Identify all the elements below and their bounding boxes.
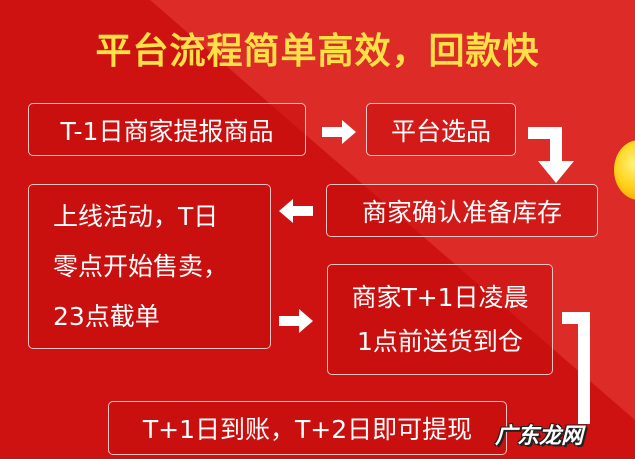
step-2-platform-selection: 平台选品 xyxy=(366,103,516,156)
step-4-go-live: 上线活动，T日 零点开始售卖， 23点截单 xyxy=(28,184,271,349)
step-3-label: 商家确认准备库存 xyxy=(361,197,562,227)
step-4-line-1: 上线活动，T日 xyxy=(53,201,219,231)
step-3-confirm-stock: 商家确认准备库存 xyxy=(326,184,598,237)
step-4-line-2: 零点开始售卖， xyxy=(53,251,229,281)
step-2-label: 平台选品 xyxy=(390,116,491,146)
step-6-label: T+1日到账，T+2日即可提现 xyxy=(142,415,473,444)
step-5-deliver-to-warehouse: 商家T+1日凌晨 1点前送货到仓 xyxy=(327,264,553,375)
watermark-logo: 广东龙网 xyxy=(495,424,584,449)
page-title: 平台流程简单高效，回款快 xyxy=(95,31,540,72)
arrow-right-icon xyxy=(279,309,313,333)
step-6-payment: T+1日到账，T+2日即可提现 xyxy=(108,401,507,455)
arrow-left-icon xyxy=(279,199,313,223)
step-5-line-2: 1点前送货到仓 xyxy=(357,326,523,356)
gold-ingot-icon xyxy=(614,140,635,200)
arrow-turn-down-icon xyxy=(528,127,574,183)
step-1-label: T-1日商家提报商品 xyxy=(60,116,274,146)
step-1-submit-products: T-1日商家提报商品 xyxy=(28,103,306,156)
step-4-line-3: 23点截单 xyxy=(53,301,160,331)
step-5-line-1: 商家T+1日凌晨 xyxy=(351,282,529,312)
bracket-connector-icon xyxy=(562,312,590,424)
arrow-right-icon xyxy=(322,120,356,144)
